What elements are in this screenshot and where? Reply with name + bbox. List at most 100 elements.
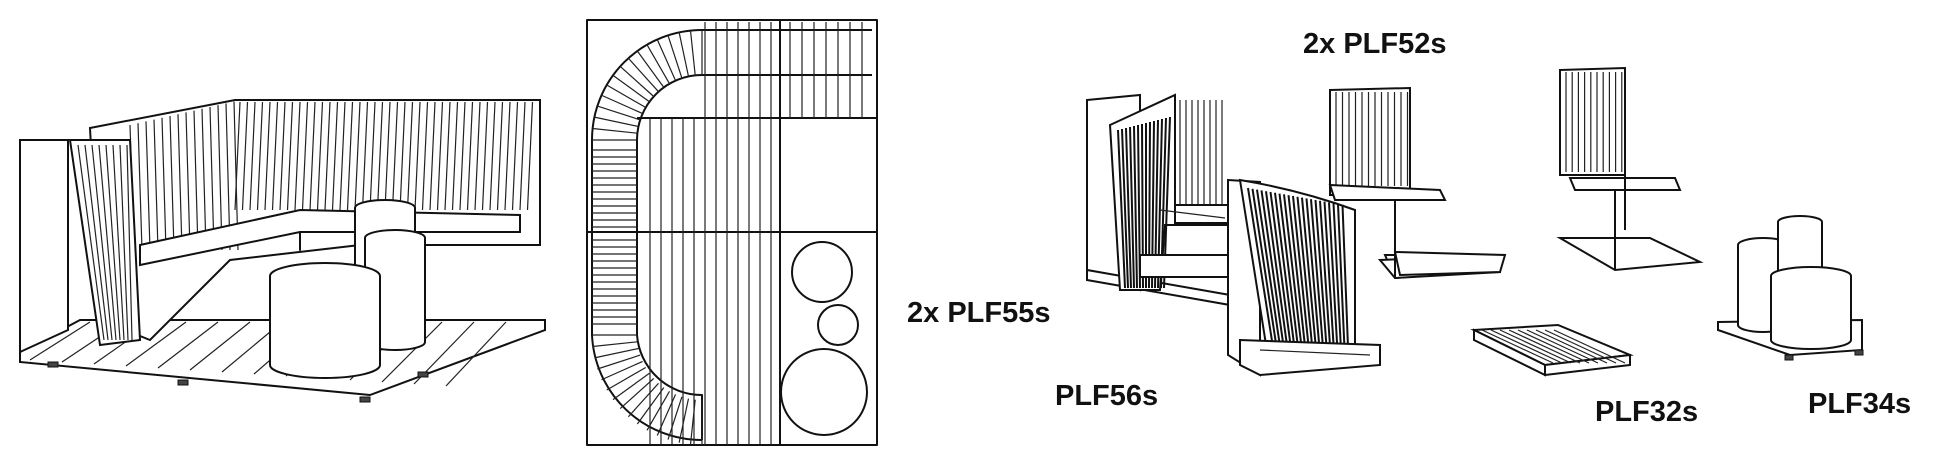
slat-line <box>294 101 301 211</box>
slat-line <box>1305 198 1322 361</box>
slat-line <box>381 321 443 383</box>
slat-line <box>234 101 241 211</box>
slat-line <box>1121 128 1129 289</box>
slat-line <box>444 101 451 211</box>
slat-line <box>391 101 399 211</box>
slat-line <box>331 101 339 211</box>
slat-line <box>597 354 641 370</box>
component-plf56s-corner <box>1227 178 1381 377</box>
slat-line <box>667 35 683 79</box>
slat-line <box>217 105 223 251</box>
slat-line <box>429 101 436 211</box>
slat-line <box>1256 189 1283 361</box>
slat-line <box>592 341 638 348</box>
slat-line <box>627 57 659 93</box>
label-plf32s: PLF32s <box>1595 396 1699 428</box>
slat-line <box>161 117 167 251</box>
slat-line <box>1296 196 1315 361</box>
slat-line <box>354 101 361 211</box>
slat-line <box>678 32 690 77</box>
slat-line <box>1553 329 1626 364</box>
assembled-back-slats <box>129 101 534 251</box>
slat-line <box>1133 125 1138 289</box>
slat-line <box>399 101 406 211</box>
slat-line <box>496 101 504 211</box>
slat-line <box>656 394 677 436</box>
plan-curve-slats <box>592 30 703 445</box>
slat-line <box>406 101 414 211</box>
slat-line <box>1499 329 1572 364</box>
slat-line <box>612 372 650 401</box>
slat-line <box>597 105 641 121</box>
slat-line <box>1332 203 1343 361</box>
slat-line <box>1129 126 1135 289</box>
slat-line <box>466 101 474 211</box>
slat-line <box>636 50 665 88</box>
slat-line <box>1544 329 1617 364</box>
slat-line <box>474 101 481 211</box>
slat-line <box>592 127 638 134</box>
slat-line <box>1247 187 1276 361</box>
slat-line <box>241 101 249 211</box>
plf52a-back-slats <box>1335 92 1409 186</box>
slat-line <box>1337 203 1346 361</box>
slat-line <box>1260 190 1287 361</box>
slat-line <box>1319 200 1332 361</box>
slat-line <box>656 39 677 81</box>
slat-line <box>309 101 316 211</box>
slat-line <box>301 101 309 211</box>
slat-line <box>249 101 256 211</box>
slat-line <box>526 101 534 211</box>
slat-line <box>153 119 159 251</box>
slat-line <box>619 378 655 410</box>
slat-line <box>646 44 671 85</box>
slat-line <box>125 321 187 367</box>
slat-line <box>1323 201 1336 361</box>
slat-line <box>594 116 639 128</box>
slat-line <box>286 101 294 211</box>
slat-line <box>193 110 199 251</box>
slat-line <box>77 144 105 341</box>
slat-line <box>1251 188 1280 361</box>
slat-line <box>384 101 391 211</box>
slat-line <box>1328 202 1339 361</box>
slat-line <box>271 101 279 211</box>
slat-line <box>177 114 183 251</box>
slat-line <box>594 347 639 359</box>
slat-line <box>1490 329 1563 364</box>
slat-line <box>667 396 683 440</box>
slat-line <box>1278 193 1301 361</box>
slat-line <box>1341 204 1350 361</box>
slat-line <box>145 121 151 251</box>
slat-line <box>361 101 369 211</box>
slat-line <box>264 101 271 211</box>
slat-line <box>612 74 650 103</box>
slat-line <box>1310 199 1325 361</box>
slat-line <box>519 101 526 211</box>
slat-line <box>126 144 133 341</box>
slat-line <box>209 106 215 251</box>
slat-line <box>1292 195 1311 361</box>
slat-line <box>606 84 647 109</box>
slat-line <box>119 144 129 341</box>
slat-line <box>619 65 655 97</box>
label-plf34s: PLF34s <box>1808 388 1912 420</box>
component-plf34s-stool-base <box>1717 215 1864 361</box>
slat-line <box>511 101 519 211</box>
slat-line <box>646 390 671 431</box>
slat-line <box>678 398 690 443</box>
slat-line <box>1269 191 1294 361</box>
slat-line <box>105 144 121 341</box>
component-plf52s-chair-b <box>1556 66 1704 272</box>
slat-line <box>112 144 125 341</box>
top-view-plan <box>586 19 878 446</box>
slat-line <box>346 101 354 211</box>
slat-line <box>489 101 496 211</box>
slat-line <box>369 101 376 211</box>
slat-line <box>157 321 219 369</box>
slat-line <box>1265 191 1290 361</box>
slat-line <box>606 366 647 391</box>
slat-line <box>601 360 643 381</box>
slat-line <box>1125 127 1132 289</box>
slat-line <box>414 101 421 211</box>
